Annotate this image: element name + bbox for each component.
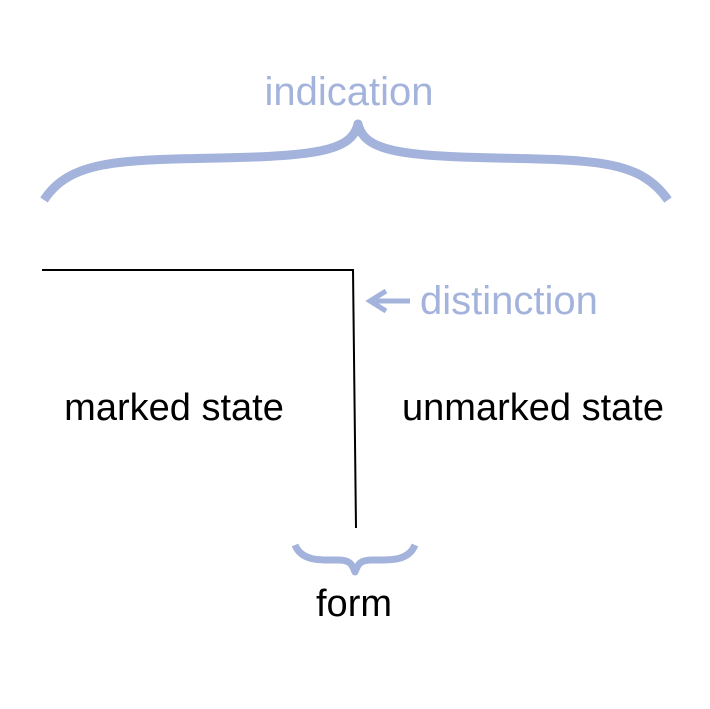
- form-label: form: [316, 583, 392, 625]
- form-brace: [291, 543, 419, 576]
- distinction-mark: [42, 269, 357, 529]
- marked-state-label: marked state: [64, 387, 284, 429]
- unmarked-state-label: unmarked state: [402, 387, 664, 429]
- distinction-label: distinction: [420, 279, 598, 323]
- indication-label: indication: [264, 70, 433, 114]
- indication-brace: [40, 119, 672, 203]
- distinction-arrow-icon: [365, 288, 410, 314]
